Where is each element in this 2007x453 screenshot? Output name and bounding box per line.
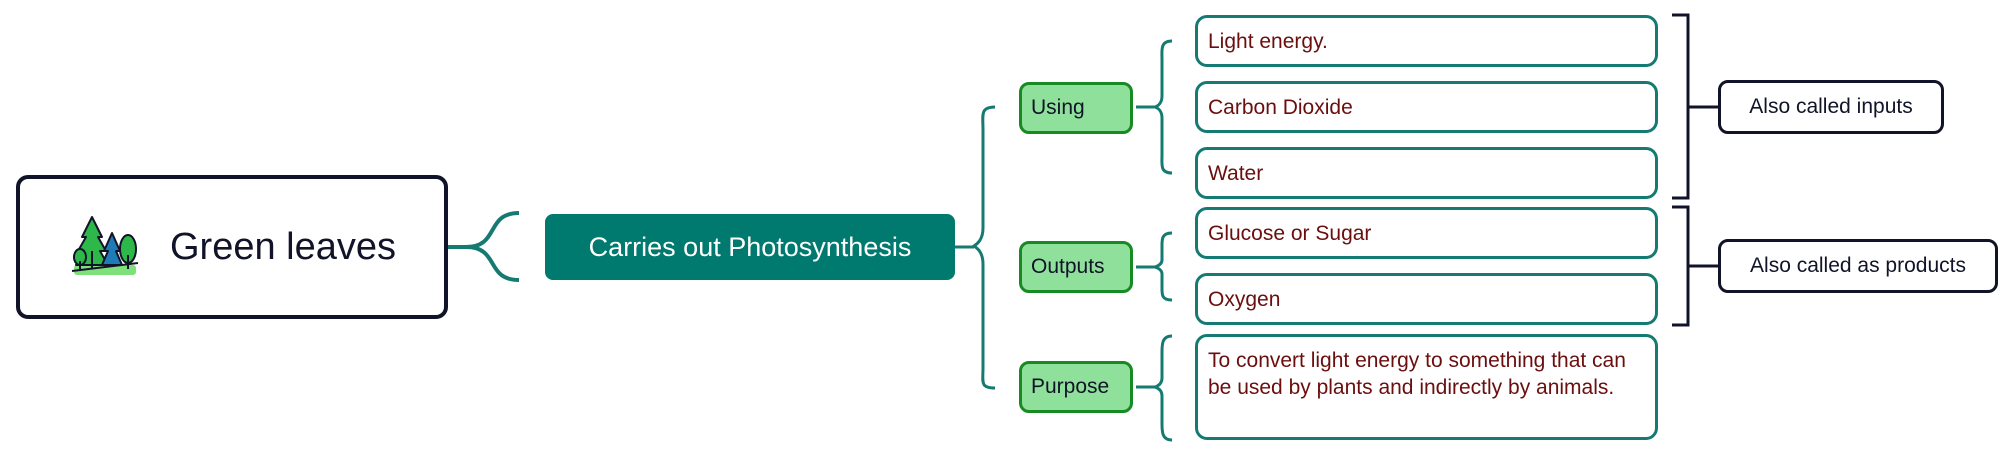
root-node[interactable]: Green leaves (16, 175, 448, 319)
inputs-bracket (1672, 13, 1690, 200)
products-bracket (1672, 205, 1690, 327)
category-label: Purpose (1031, 375, 1110, 398)
root-label: Green leaves (169, 225, 396, 268)
root-to-main-brace (465, 211, 520, 282)
leaf-label: To convert light energy to something tha… (1208, 349, 1626, 399)
main-topic-label: Carries out Photosynthesis (588, 231, 912, 262)
category-label: Using (1031, 96, 1085, 119)
category-purpose[interactable]: Purpose (1019, 361, 1133, 413)
leaf-label: Water (1208, 161, 1264, 185)
leaf-oxygen[interactable]: Oxygen (1195, 273, 1658, 325)
leaf-glucose[interactable]: Glucose or Sugar (1195, 207, 1658, 259)
outputs-brace (1150, 231, 1173, 302)
main-topic-node[interactable]: Carries out Photosynthesis (545, 214, 955, 280)
note-label: Also called as products (1750, 254, 1966, 277)
leaf-label: Carbon Dioxide (1208, 95, 1353, 119)
forest-trees-icon (71, 216, 139, 275)
category-using[interactable]: Using (1019, 82, 1133, 134)
leaf-light-energy[interactable]: Light energy. (1195, 15, 1658, 67)
leaf-label: Glucose or Sugar (1208, 221, 1372, 245)
purpose-brace (1150, 334, 1173, 442)
category-label: Outputs (1031, 255, 1105, 278)
note-inputs[interactable]: Also called inputs (1718, 80, 1944, 134)
main-to-categories-brace (971, 105, 996, 390)
leaf-water[interactable]: Water (1195, 147, 1658, 199)
leaf-label: Oxygen (1208, 287, 1281, 311)
leaf-label: Light energy. (1208, 29, 1328, 53)
note-label: Also called inputs (1749, 95, 1913, 118)
using-brace (1150, 39, 1173, 175)
note-products[interactable]: Also called as products (1718, 239, 1998, 293)
leaf-carbon-dioxide[interactable]: Carbon Dioxide (1195, 81, 1658, 133)
category-outputs[interactable]: Outputs (1019, 241, 1133, 293)
leaf-purpose-text[interactable]: To convert light energy to something tha… (1195, 334, 1658, 440)
